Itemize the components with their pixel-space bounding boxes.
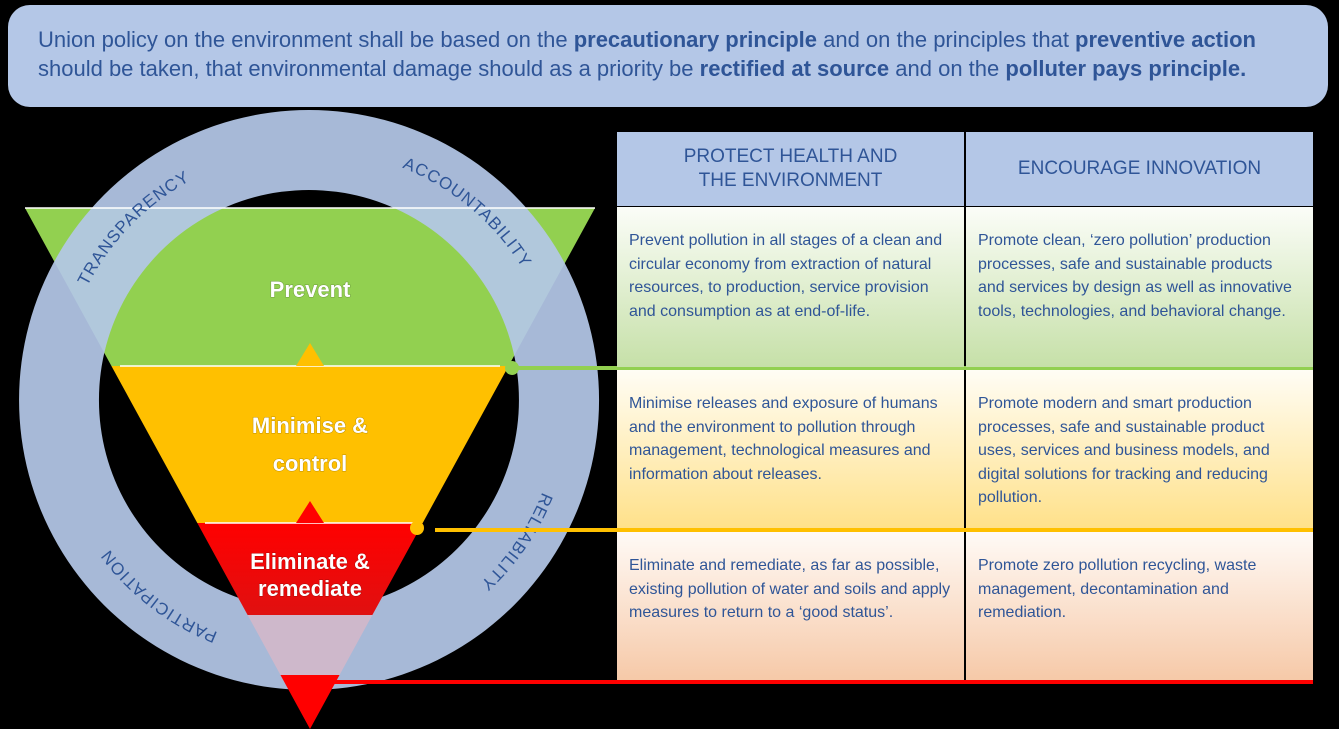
policy-banner: Union policy on the environment shall be… xyxy=(8,5,1328,107)
cell-minimise-innovation: Promote modern and smart production proc… xyxy=(966,370,1313,528)
level-minimise-label-2: control xyxy=(273,451,348,476)
objectives-table: PROTECT HEALTH AND THE ENVIRONMENT ENCOU… xyxy=(617,132,1313,682)
header-encourage-innovation: ENCOURAGE INNOVATION xyxy=(966,132,1313,206)
connector-dot xyxy=(505,361,519,375)
connector-dot xyxy=(315,675,329,689)
connector-dot xyxy=(410,521,424,535)
cell-eliminate-innovation: Promote zero pollution recycling, waste … xyxy=(966,532,1313,680)
cell-minimise-health: Minimise releases and exposure of humans… xyxy=(617,370,964,528)
cell-prevent-health: Prevent pollution in all stages of a cle… xyxy=(617,207,964,367)
header-protect-health: PROTECT HEALTH AND THE ENVIRONMENT xyxy=(617,132,964,206)
banner-bold: polluter pays principle. xyxy=(1005,56,1247,81)
level-prevent-label: Prevent xyxy=(270,277,351,302)
banner-text: should be taken, that environmental dama… xyxy=(38,56,700,81)
cell-eliminate-health: Eliminate and remediate, as far as possi… xyxy=(617,532,964,680)
banner-text: Union policy on the environment shall be… xyxy=(38,27,574,52)
level-minimise-label-1: Minimise & xyxy=(252,413,368,438)
banner-bold: preventive action xyxy=(1075,27,1256,52)
level-eliminate-label-2: remediate xyxy=(258,576,362,601)
banner-bold: precautionary principle xyxy=(573,27,817,52)
banner-text: and on the principles that xyxy=(816,27,1076,52)
cell-prevent-innovation: Promote clean, ‘zero pollution’ producti… xyxy=(966,207,1313,367)
banner-bold: rectified at source xyxy=(699,56,890,81)
up-arrow-icon xyxy=(296,501,324,523)
level-eliminate-label-1: Eliminate & xyxy=(250,549,370,574)
banner-text: and on the xyxy=(889,56,1006,81)
up-arrow-icon xyxy=(296,343,324,366)
